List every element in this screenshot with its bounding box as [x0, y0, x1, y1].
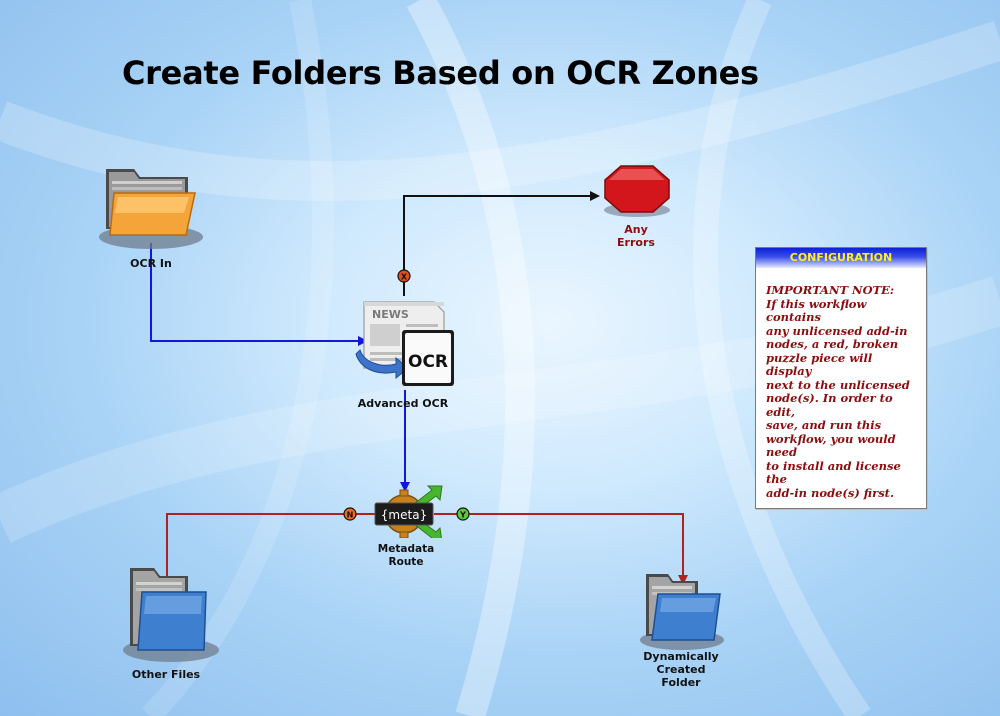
note-line: save, and run this	[766, 418, 882, 432]
note-line: node(s). In order to edit,	[766, 391, 893, 419]
note-line: nodes, a red, broken	[766, 337, 899, 351]
edge-route-yes-to-dynamic-folder	[434, 513, 688, 585]
edge-ocr-in-to-advanced-ocr	[150, 243, 368, 346]
node-label-advanced-ocr: Advanced OCR	[357, 397, 449, 410]
dynamic-folder-line-2: Created	[656, 663, 706, 676]
dynamic-folder-line-3: Folder	[661, 676, 701, 689]
note-line: any unlicensed add-in	[766, 323, 908, 338]
note-line: add-in node(s) first.	[766, 485, 894, 500]
no-marker-text: N	[347, 511, 354, 520]
error-marker-text: X	[401, 273, 408, 282]
folder-orange-icon[interactable]	[96, 163, 206, 253]
node-label-any-errors: Any Errors	[596, 223, 676, 249]
note-line: puzzle piece will display	[766, 350, 873, 378]
error-marker[interactable]: X	[397, 269, 411, 283]
node-label-other-files: Other Files	[131, 668, 201, 681]
page-title: Create Folders Based on OCR Zones	[122, 54, 759, 92]
configuration-header: CONFIGURATION	[756, 248, 926, 268]
edge-route-no-to-other-files	[162, 513, 375, 590]
any-errors-line-1: Any	[624, 223, 648, 236]
meta-icon-text: {meta}	[381, 508, 427, 522]
configuration-panel[interactable]: CONFIGURATION IMPORTANT NOTE: If this wo…	[755, 247, 927, 509]
metadata-route-line-2: Route	[388, 556, 424, 568]
yes-marker[interactable]: Y	[456, 507, 470, 521]
dynamic-folder-line-1: Dynamically	[643, 650, 719, 663]
news-icon-text: NEWS	[372, 308, 409, 321]
folder-blue-icon[interactable]	[636, 572, 732, 652]
no-marker[interactable]: N	[343, 507, 357, 521]
node-label-ocr-in: OCR In	[130, 257, 172, 270]
configuration-note: IMPORTANT NOTE: If this workflow contain…	[756, 268, 926, 500]
edge-advanced-ocr-to-errors	[403, 191, 600, 296]
note-line: workflow, you would need	[766, 431, 896, 459]
note-line: next to the unlicensed	[766, 377, 910, 392]
note-line: to install and license the	[766, 458, 901, 486]
metadata-route-icon[interactable]: {meta}	[370, 484, 444, 538]
metadata-route-line-1: Metadata	[377, 543, 435, 555]
folder-blue-icon[interactable]	[118, 566, 228, 662]
yes-marker-text: Y	[459, 511, 466, 520]
advanced-ocr-icon[interactable]: NEWS OCR	[352, 298, 464, 390]
note-line: If this workflow contains	[766, 296, 867, 324]
note-title: IMPORTANT NOTE:	[766, 283, 895, 297]
node-label-dynamic-folder: Dynamically Created Folder	[631, 650, 731, 689]
any-errors-line-2: Errors	[617, 236, 655, 249]
ocr-icon-text: OCR	[408, 352, 448, 372]
node-label-metadata-route: Metadata Route	[366, 543, 446, 569]
stop-sign-icon[interactable]	[600, 164, 674, 220]
